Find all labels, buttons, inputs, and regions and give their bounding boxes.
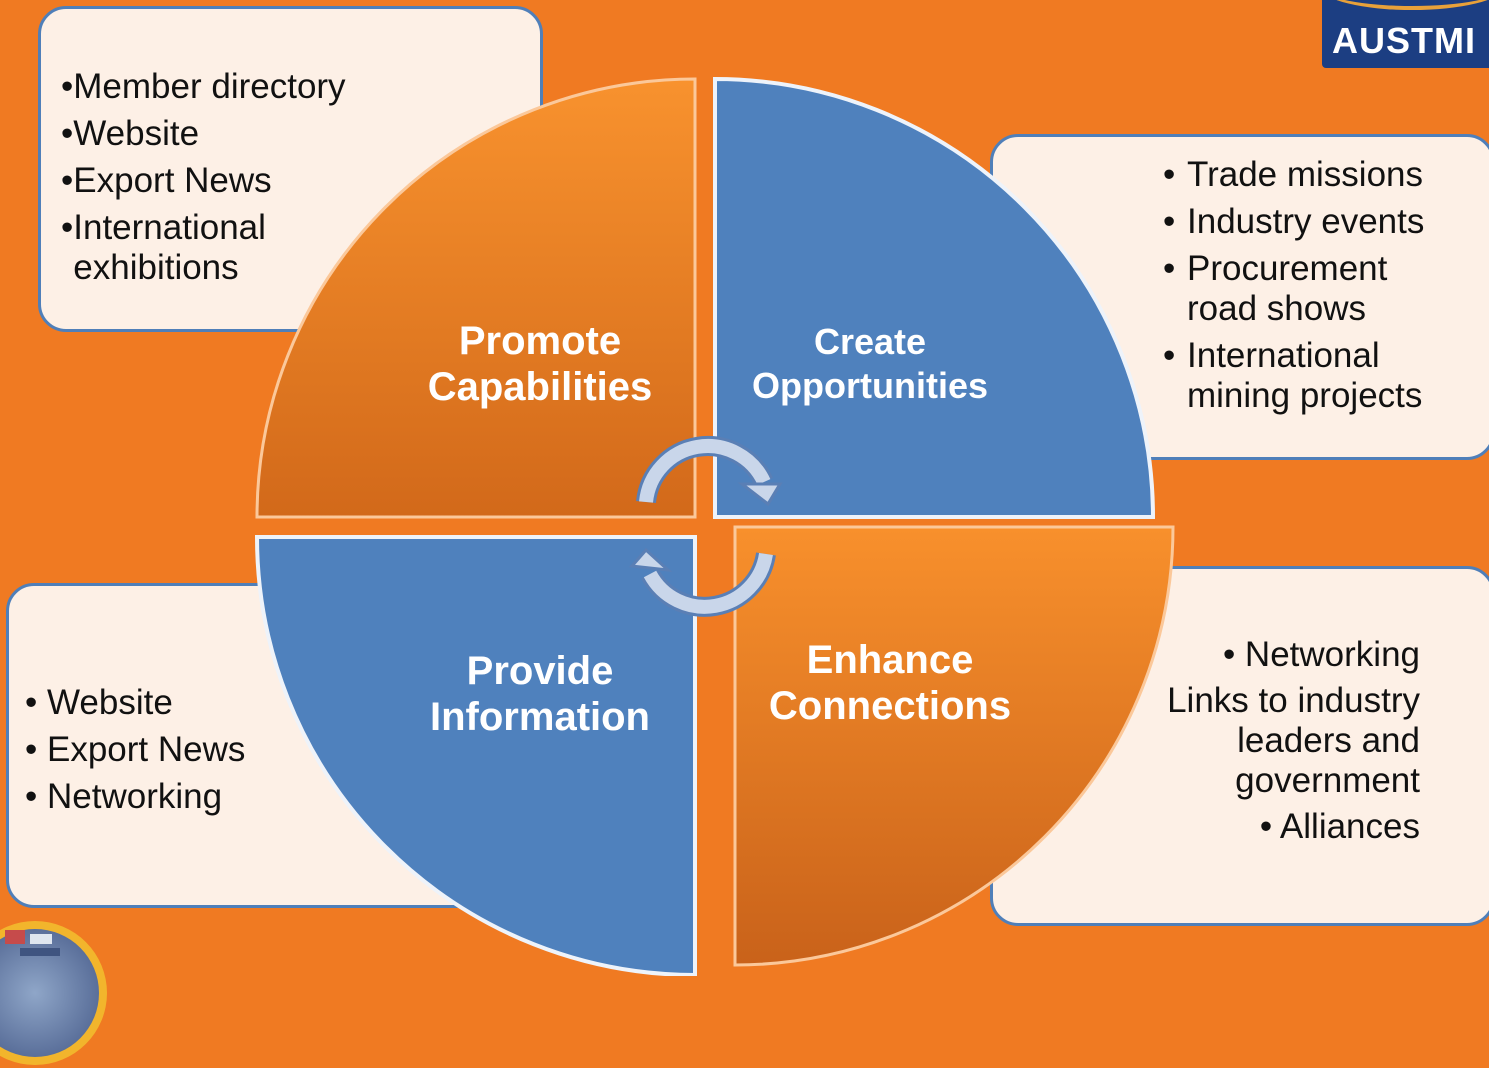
provide-information-list: • Website • Export News • Networking <box>25 683 245 824</box>
create-opportunities-list: •Trade missions •Industry events •Procur… <box>1163 155 1452 423</box>
list-item: •Trade missions <box>1163 155 1423 194</box>
cycle-diagram <box>254 76 1175 976</box>
list-item: • Export News <box>25 730 246 769</box>
list-item: •Industry events <box>1163 202 1425 241</box>
enhance-connections-label: Enhance Connections <box>768 638 1012 728</box>
list-item: •Export News <box>61 161 272 200</box>
promote-capabilities-list: •Member directory •Website •Export News … <box>61 67 346 295</box>
provide-information-label: Provide Information <box>430 649 650 739</box>
promote-capabilities-label: Promote Capabilities <box>427 319 653 409</box>
list-item: • Alliances <box>1259 807 1420 846</box>
list-item: Links to industry leaders and government <box>1167 681 1420 800</box>
circular-arrows-icon <box>628 436 783 617</box>
quadrant-create-opportunities <box>713 76 1156 519</box>
list-item: • Website <box>25 683 173 722</box>
list-item: •Procurement road shows <box>1163 249 1388 328</box>
list-item: •International exhibitions <box>61 208 266 287</box>
create-opportunities-label: Create Opportunities <box>752 321 988 406</box>
list-item: •Member directory <box>61 67 346 106</box>
quadrant-enhance-connections <box>733 525 1175 967</box>
quadrant-provide-information <box>254 535 697 976</box>
list-item: • Networking <box>25 777 223 816</box>
list-item: •International mining projects <box>1163 336 1423 415</box>
list-item: • Networking <box>1222 635 1420 674</box>
enhance-connections-list: • Networking Links to industry leaders a… <box>1130 635 1420 853</box>
quadrant-promote-capabilities <box>255 77 697 519</box>
austmi-logo: AUSTMI <box>1322 0 1489 68</box>
list-item: •Website <box>61 114 200 153</box>
